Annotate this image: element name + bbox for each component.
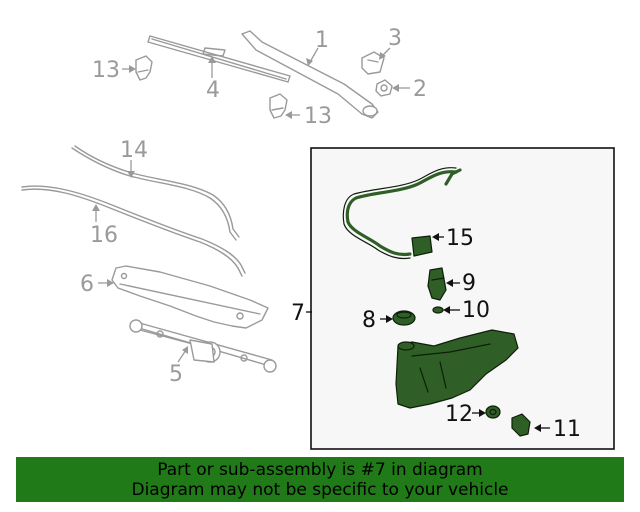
callout-15[interactable]: 15 — [446, 226, 474, 251]
callout-7[interactable]: 7 — [291, 301, 305, 326]
arm-nut-part[interactable] — [375, 79, 393, 97]
callout-11[interactable]: 11 — [553, 417, 581, 442]
notice-banner: Part or sub-assembly is #7 in diagram Di… — [16, 457, 624, 502]
callout-16[interactable]: 16 — [90, 223, 118, 248]
washer-hose-part-16[interactable] — [21, 185, 246, 277]
reservoir-grommet-part[interactable] — [485, 405, 501, 419]
pump-seal-part[interactable] — [432, 306, 444, 314]
washer-hose-harness-part[interactable] — [342, 167, 462, 260]
wiper-blade-part[interactable] — [147, 35, 291, 83]
wiper-arm-part[interactable] — [241, 30, 379, 119]
callout-1[interactable]: 1 — [315, 28, 329, 53]
callout-10[interactable]: 10 — [462, 298, 490, 323]
washer-reservoir-part[interactable] — [395, 329, 519, 409]
callout-12[interactable]: 12 — [445, 402, 473, 427]
reservoir-cap-part[interactable] — [392, 310, 416, 326]
callout-13-upper[interactable]: 13 — [92, 58, 120, 83]
callout-6[interactable]: 6 — [80, 272, 94, 297]
banner-line-1: Part or sub-assembly is #7 in diagram — [157, 460, 483, 480]
callout-3[interactable]: 3 — [388, 26, 402, 51]
washer-nozzle-part-lower[interactable] — [269, 93, 288, 119]
callout-14[interactable]: 14 — [120, 138, 148, 163]
level-sensor-part[interactable] — [511, 413, 531, 437]
callout-4[interactable]: 4 — [206, 78, 220, 103]
washer-hose-part-14[interactable] — [71, 145, 240, 241]
wiper-linkage-part[interactable] — [129, 319, 277, 373]
banner-line-2: Diagram may not be specific to your vehi… — [131, 480, 509, 500]
callout-8[interactable]: 8 — [362, 308, 376, 333]
washer-pump-part[interactable] — [427, 267, 447, 301]
callout-13-lower[interactable]: 13 — [304, 104, 332, 129]
callout-9[interactable]: 9 — [462, 271, 476, 296]
callout-5[interactable]: 5 — [169, 362, 183, 387]
callout-2[interactable]: 2 — [413, 77, 427, 102]
arm-cap-part[interactable] — [361, 51, 385, 75]
cowl-panel-part[interactable] — [111, 265, 269, 329]
washer-nozzle-part-upper[interactable] — [135, 55, 153, 81]
